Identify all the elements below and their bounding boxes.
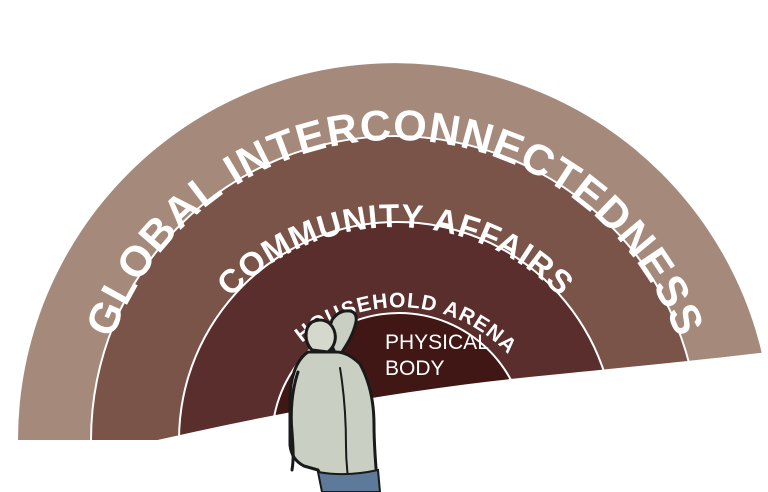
figure-head (304, 318, 337, 354)
person-figure (288, 309, 382, 492)
figure-lower-arm (289, 370, 300, 472)
figure-legs (316, 468, 382, 492)
ground-hill (0, 352, 768, 492)
physical-body-label-line2: BODY (385, 357, 445, 380)
physical-body-label-line1: PHYSICAL (385, 331, 489, 354)
figure-body (288, 350, 380, 492)
